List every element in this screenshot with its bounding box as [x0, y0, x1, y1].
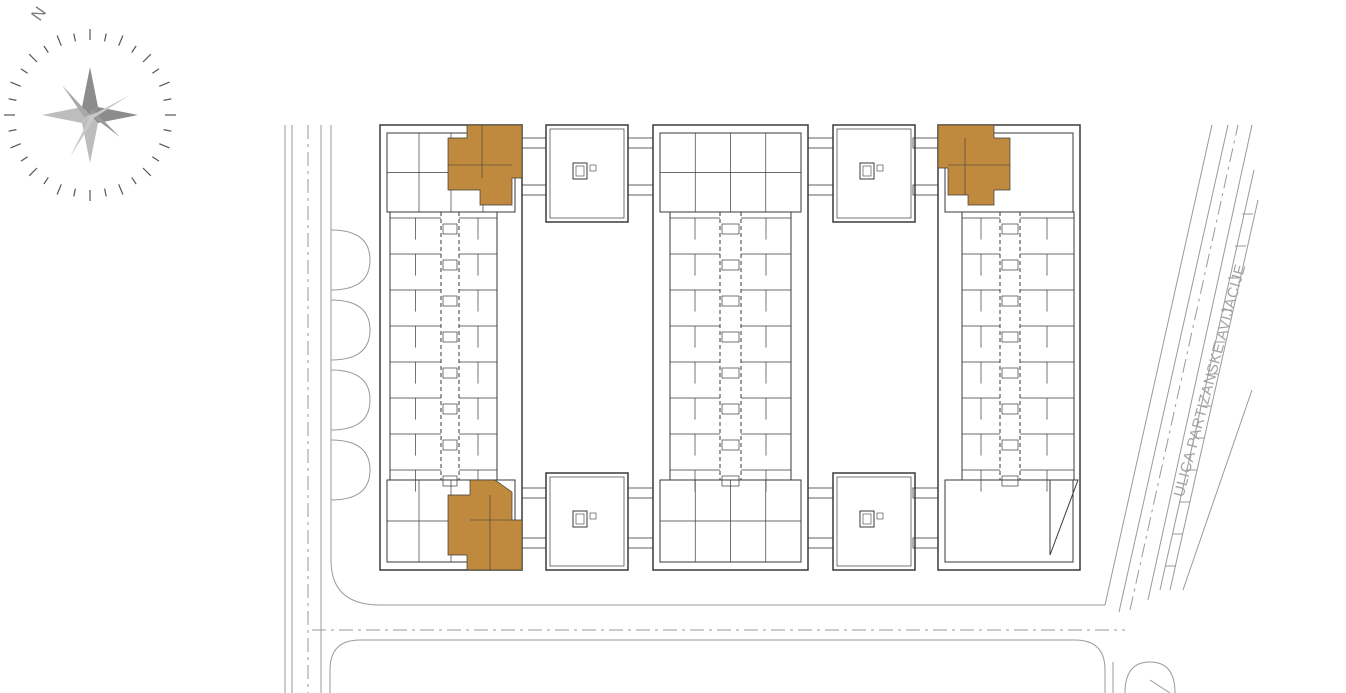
building-right [937, 124, 1081, 571]
building-left-units [390, 217, 497, 492]
compass-ticks [4, 29, 176, 201]
highlight-details [448, 125, 1010, 570]
compass-rose-icon [4, 29, 176, 201]
connectors [521, 137, 939, 549]
pavilions [545, 124, 916, 571]
building-right-units [962, 217, 1074, 492]
roads [284, 124, 1259, 693]
highlight-unit-left-bottom [447, 479, 523, 571]
